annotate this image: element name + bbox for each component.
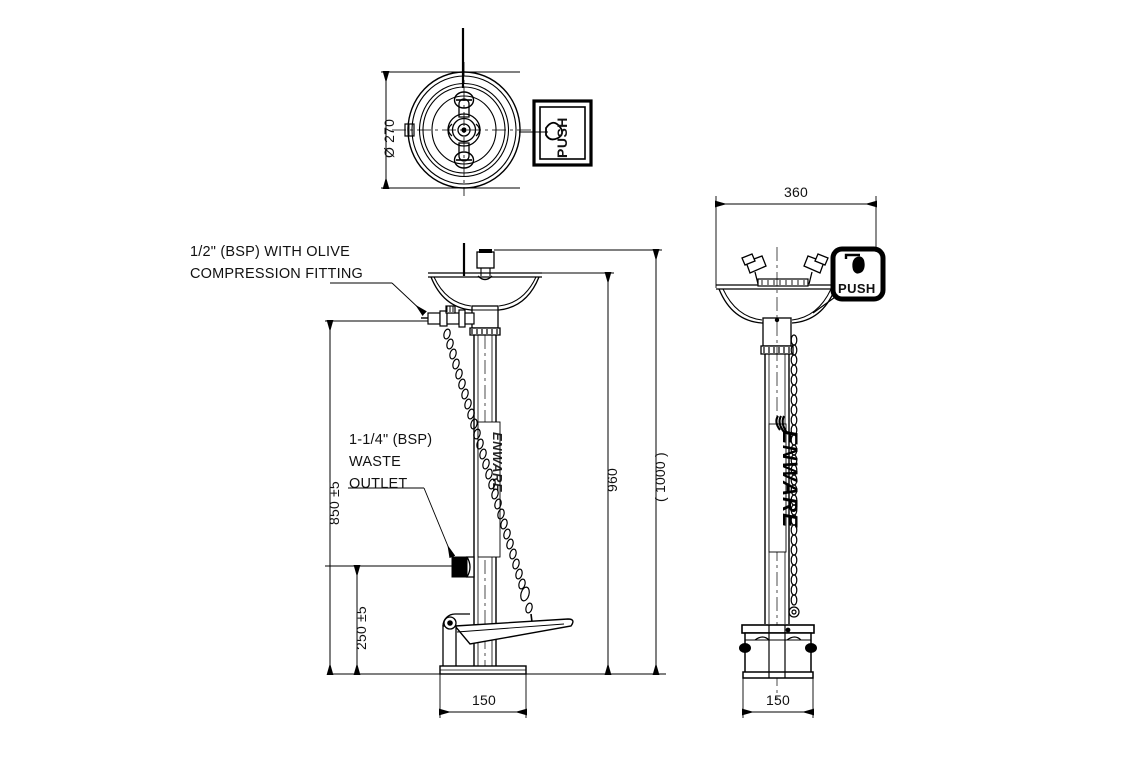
note-fitting-line2: COMPRESSION FITTING (190, 266, 363, 282)
fe-base-box-body (744, 632, 812, 676)
top-view-group (381, 28, 593, 196)
note-waste-line3: OUTLET (349, 476, 408, 492)
le-top-fitting-body (476, 251, 495, 269)
brand-wordmarks: ENWARE ENWARE (490, 415, 801, 528)
fe-bowl-left-profile (718, 288, 790, 324)
le-inlet-body (446, 312, 460, 325)
fe-bowl-inner-left (722, 288, 763, 321)
le-bowl-right-profile (494, 276, 540, 311)
le-pedal-bracket (442, 625, 457, 671)
le-pedal-pivot-arc (442, 613, 470, 627)
le-pull-chain (443, 328, 534, 631)
fe-base-box-notch-left (754, 636, 770, 641)
dim-label-150-left: 150 (472, 692, 496, 708)
le-neck-collar (471, 305, 499, 329)
top-push-hand-icon (545, 121, 563, 141)
le-neck-knurl (471, 329, 498, 334)
le-leader-waste-diag (423, 487, 456, 559)
dim-label-250: 250 ±5 (353, 606, 369, 650)
dim-label-360: 360 (784, 184, 808, 200)
push-label-front: PUSH (838, 281, 876, 296)
note-fitting-line1: 1/2" (BSP) WITH OLIVE (190, 244, 351, 260)
fe-push-plate-corner-mark (844, 253, 860, 259)
fe-push-plate-frame[interactable] (830, 246, 886, 302)
fe-base-box-notch-right (786, 636, 802, 641)
fe-push-link-line (812, 294, 839, 314)
le-brand-text: ENWARE (490, 432, 505, 492)
le-bowl-inner-right (498, 276, 537, 307)
dim-label-150-right: 150 (766, 692, 790, 708)
le-waste-outlet-flange (451, 556, 468, 578)
left-elevation-group (325, 243, 666, 718)
le-inlet-flange (458, 309, 466, 328)
note-waste-line2: WASTE (349, 454, 402, 470)
fe-push-hand-icon (852, 256, 865, 274)
dim-label-960: 960 (604, 468, 620, 492)
fe-spray-nozzle-right (814, 253, 829, 266)
top-spray-head-upper (458, 98, 470, 118)
fe-base-side-lug-left (739, 643, 751, 653)
fe-base-box-foot (742, 671, 814, 679)
fe-bowl-inner-right (791, 288, 832, 321)
top-spray-head-lower (458, 142, 470, 162)
le-top-fitting-cap (479, 249, 492, 253)
le-inlet-connector (464, 312, 475, 325)
le-leader-fitting-diag (391, 282, 427, 316)
le-bowl-inner-left (433, 276, 472, 307)
le-neck-ring (469, 327, 501, 336)
push-label-top: PUSH (554, 117, 570, 158)
dim-label-1000: ( 1000 ) (652, 452, 668, 502)
fe-spray-nozzle-left (741, 253, 756, 266)
note-waste-line1: 1-1/4" (BSP) (349, 432, 433, 448)
fe-base-side-lug-right (805, 643, 817, 653)
fe-pull-chain (788, 334, 800, 618)
le-foot-pedal-edge (456, 623, 565, 633)
fe-brand-text: ENWARE (778, 430, 801, 528)
dim-label-850: 850 ±5 (326, 481, 342, 525)
dim-label-diameter-270: Ø 270 (381, 118, 397, 158)
fe-head-crossbar-ribs (761, 280, 805, 285)
le-column-label-plate (477, 421, 501, 558)
le-bowl-left-profile (430, 276, 476, 311)
fe-spray-stem-right (808, 271, 813, 285)
le-inlet-nut-1 (427, 312, 441, 325)
fe-base-chain-anchor (785, 627, 791, 633)
fe-neck-knurl (763, 347, 790, 353)
fe-head-crossbar (757, 278, 809, 287)
fe-base-box-top (741, 624, 815, 634)
le-inlet-stem-knurl (446, 306, 454, 312)
fe-brand-swoosh-icon (775, 415, 789, 435)
fe-neck-fastener (774, 317, 780, 323)
front-elevation-group (715, 196, 886, 718)
le-foot-pedal-plate (453, 618, 574, 645)
le-pedal-pivot-pin (447, 620, 453, 626)
le-top-fitting-stem (480, 268, 491, 276)
le-waste-outlet-body (465, 556, 475, 578)
